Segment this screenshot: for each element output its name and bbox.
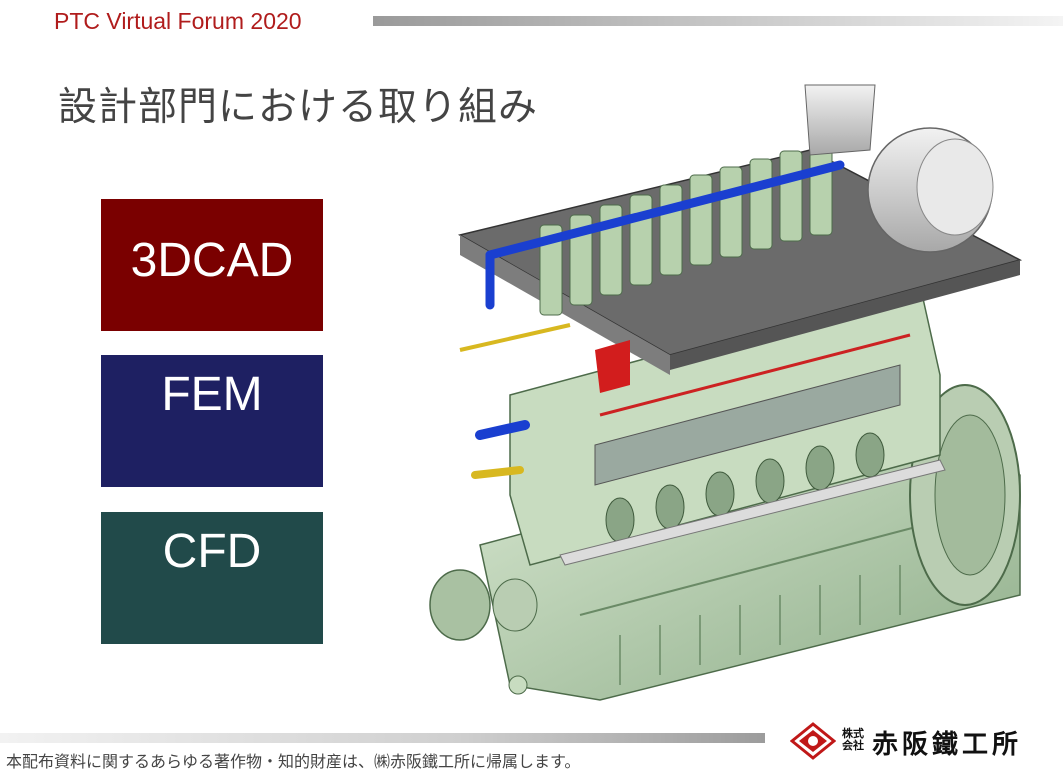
page-title: 設計部門における取り組み [58,85,539,130]
box-fem-label: FEM [161,368,263,421]
logo-company-name: 赤阪鐵工所 [872,730,1023,760]
box-cfd-label: CFD [162,525,262,578]
engine-cad-image [420,75,1060,710]
akasaka-logo-icon [790,722,836,760]
box-3dcad: 3DCAD [101,199,323,331]
logo-prefix: 株式会社 [842,727,864,752]
company-logo: 株式会社 赤阪鐵工所 [790,722,1058,760]
footer-copyright: 本配布資料に関するあらゆる著作物・知的財産は、㈱赤阪鐵工所に帰属します。 [6,752,581,771]
header-title: PTC Virtual Forum 2020 [54,8,302,34]
box-cfd: CFD [101,512,323,644]
footer-divider [0,733,765,743]
box-3dcad-label: 3DCAD [130,234,294,287]
header-divider [373,16,1063,26]
box-fem: FEM [101,355,323,487]
engine-icon [429,84,1023,701]
